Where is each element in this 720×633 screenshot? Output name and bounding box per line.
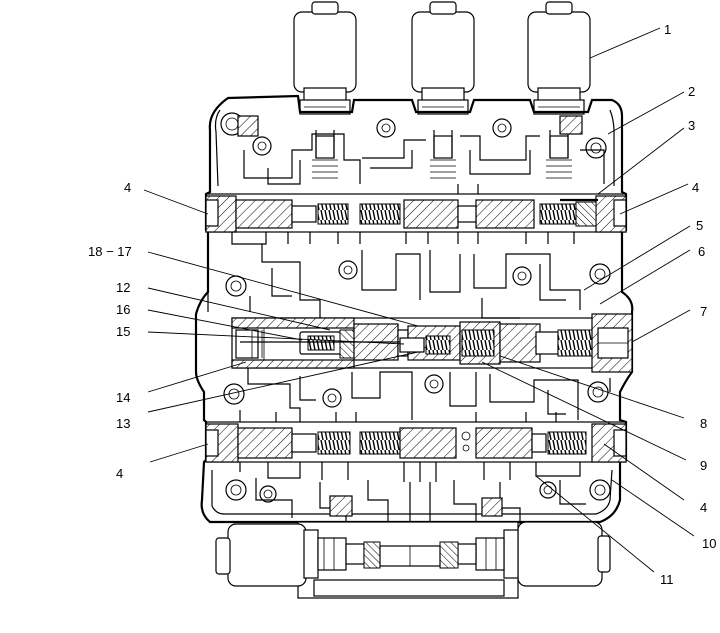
leader-lines <box>143 27 695 573</box>
callout-labels: 1 2 3 4 4 5 6 7 18 − 17 12 16 15 14 13 8… <box>88 22 716 587</box>
callout-5: 5 <box>696 218 703 233</box>
callout-4-upper-right: 4 <box>692 180 699 195</box>
callout-4-lower-right: 4 <box>700 500 707 515</box>
internal-passages-lower <box>255 478 586 530</box>
callout-4-lower-left: 4 <box>116 466 123 481</box>
internal-passages-lower-middle <box>247 368 611 422</box>
lower-spool-bore <box>205 410 627 482</box>
callout-7: 7 <box>700 304 707 319</box>
callout-11: 11 <box>660 572 674 587</box>
callout-14: 14 <box>116 390 130 405</box>
solenoid-2 <box>411 1 475 115</box>
callout-1: 1 <box>664 22 671 37</box>
callout-8: 8 <box>700 416 707 431</box>
callout-4-upper-left: 4 <box>124 180 131 195</box>
callout-16: 16 <box>116 302 130 317</box>
callout-13: 13 <box>116 416 130 431</box>
callout-18-17: 18 − 17 <box>88 244 132 259</box>
bottom-solenoid-right <box>439 521 611 587</box>
internal-passages-middle <box>207 244 581 319</box>
center-bore <box>231 313 633 373</box>
upper-spool-bore <box>205 184 627 245</box>
internal-passages-upper <box>237 115 605 185</box>
callout-12: 12 <box>116 280 130 295</box>
callout-6: 6 <box>698 244 705 259</box>
callout-10: 10 <box>702 536 716 551</box>
solenoid-3 <box>527 1 591 115</box>
callout-3: 3 <box>688 118 695 133</box>
solenoid-group-top <box>293 1 591 115</box>
solenoid-1 <box>293 1 357 115</box>
bottom-solenoid-left <box>215 523 381 587</box>
solenoid-group-bottom <box>215 521 611 599</box>
callout-2: 2 <box>688 84 695 99</box>
callout-15: 15 <box>116 324 130 339</box>
callout-9: 9 <box>700 458 707 473</box>
